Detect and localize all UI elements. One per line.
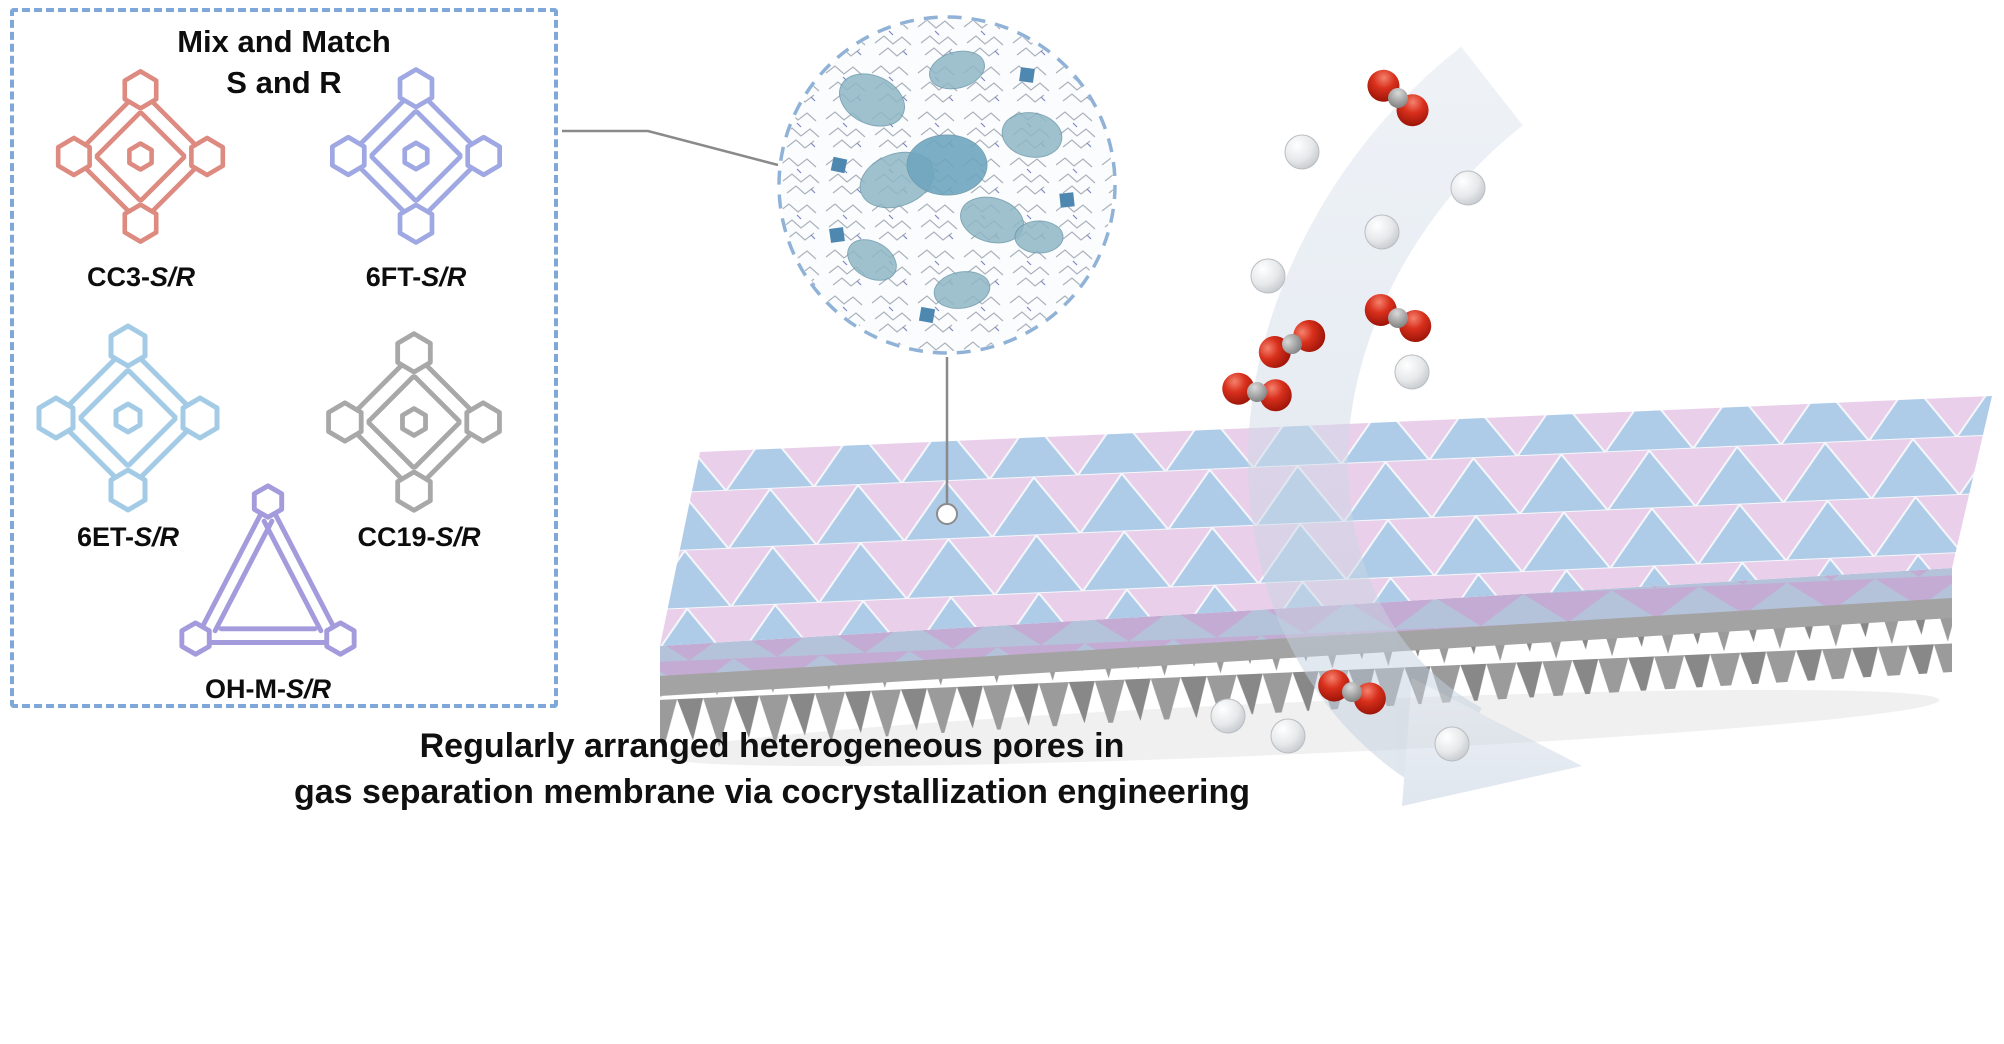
co2-molecule-icon <box>1359 288 1437 348</box>
gas-sphere-icon <box>1450 170 1486 206</box>
figure-caption: Regularly arranged heterogeneous pores i… <box>172 724 1372 815</box>
pore-location-marker <box>936 357 958 525</box>
6et-label: 6ET-S/R <box>76 522 180 552</box>
oh-m-label: OH-M-S/R <box>205 674 331 704</box>
caption-line2: gas separation membrane via cocrystalliz… <box>293 772 1251 811</box>
gas-sphere-icon <box>1250 258 1286 294</box>
panel-title-line2: S and R <box>226 64 342 100</box>
pore-structure-inset <box>777 15 1117 355</box>
support-spikes <box>660 616 1952 750</box>
gas-sphere-icon <box>1434 726 1470 762</box>
pore-surface-blobs <box>839 50 1064 309</box>
inset-dashed-border <box>777 15 1117 355</box>
caption-line1: Regularly arranged heterogeneous pores i… <box>419 727 1125 765</box>
mix-match-panel: Mix and Match S and R <box>10 8 558 708</box>
pore-window-squares <box>829 67 1075 324</box>
gas-sphere-icon <box>1394 354 1430 390</box>
6ft-label: 6FT-S/R <box>365 262 467 292</box>
panel-to-inset-connector-line <box>562 129 779 167</box>
cc19-label: CC19-S/R <box>357 522 481 552</box>
gas-sphere-icon <box>1364 214 1400 250</box>
cc3-label: CC3-S/R <box>86 262 196 292</box>
gas-sphere-icon <box>1284 134 1320 170</box>
panel-title: Mix and Match S and R <box>14 22 554 104</box>
gas-flow-arrow <box>1247 46 1582 806</box>
panel-title-line1: Mix and Match <box>177 24 391 59</box>
